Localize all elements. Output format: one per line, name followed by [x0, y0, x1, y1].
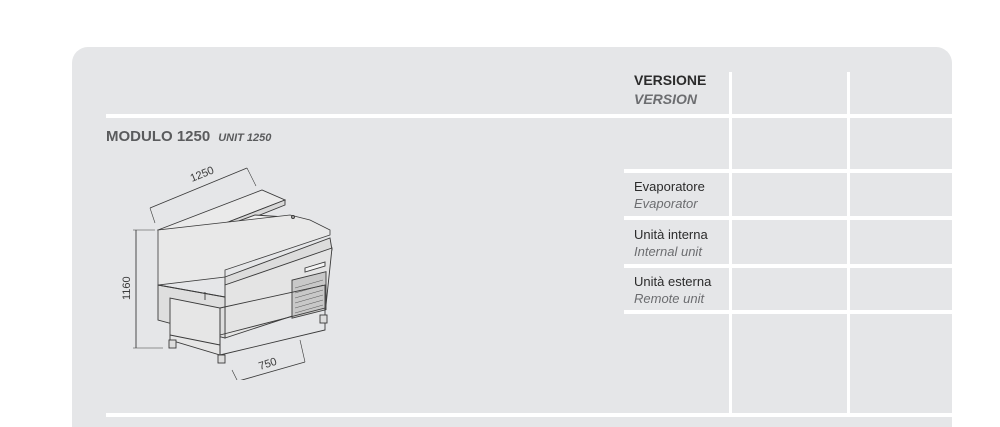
column-divider-2: [847, 72, 850, 417]
svg-text:750: 750: [257, 356, 278, 373]
counter-technical-drawing: 1250 1160 750: [121, 164, 333, 380]
divider-row-1: [624, 169, 952, 173]
divider-row-2: [624, 216, 952, 220]
row-internal-unit: Unità interna Internal unit: [634, 226, 708, 260]
module-title: MODULO 1250 UNIT 1250: [106, 128, 271, 145]
row-label-it: Unità esterna: [634, 274, 712, 289]
version-header: VERSIONE VERSION: [634, 71, 706, 109]
row-label-it: Unità interna: [634, 227, 708, 242]
row-label-en: Internal unit: [634, 244, 702, 259]
column-divider-1: [729, 72, 732, 417]
version-label-en: VERSION: [634, 91, 698, 107]
row-label-en: Remote unit: [634, 291, 705, 306]
divider-header: [106, 114, 952, 118]
version-label-it: VERSIONE: [634, 72, 707, 88]
row-label-en: Evaporator: [634, 196, 698, 211]
row-label-it: Evaporatore: [634, 179, 705, 194]
divider-row-3: [624, 264, 952, 268]
divider-bottom: [106, 413, 952, 417]
module-title-en: UNIT 1250: [218, 132, 272, 144]
divider-row-4: [624, 310, 952, 314]
row-evaporator: Evaporatore Evaporator: [634, 178, 705, 212]
svg-text:1160: 1160: [121, 276, 133, 300]
module-title-it: MODULO 1250: [106, 128, 211, 145]
svg-text:1250: 1250: [189, 164, 216, 184]
row-remote-unit: Unità esterna Remote unit: [634, 273, 711, 307]
